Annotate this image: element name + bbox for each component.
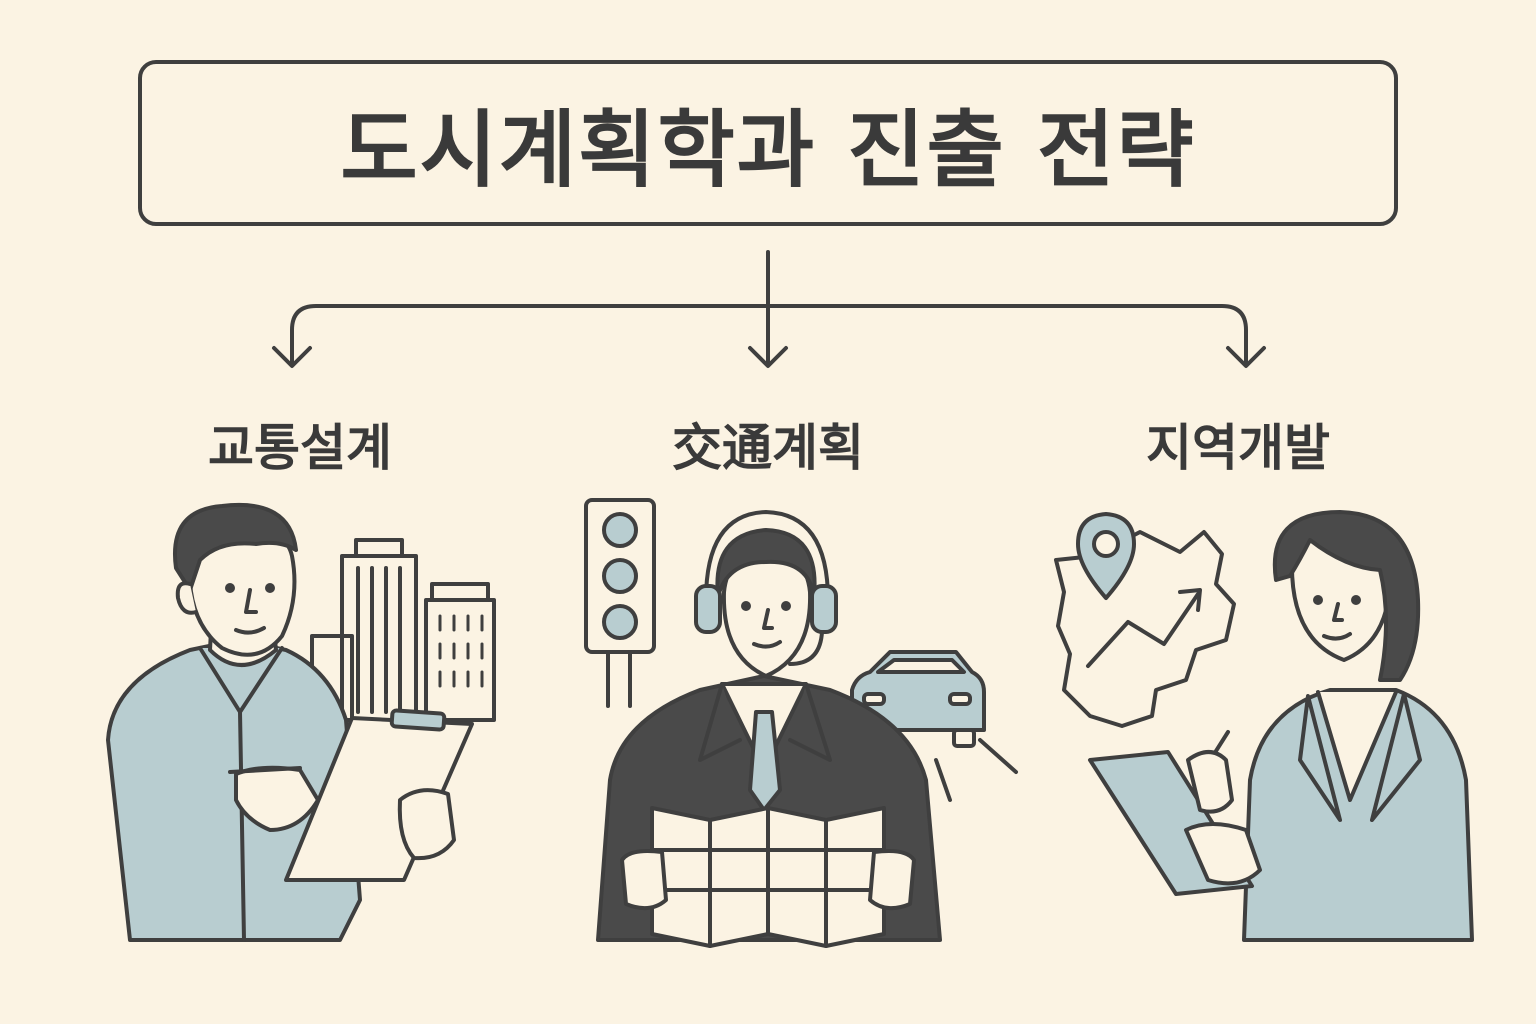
car-icon <box>850 650 1018 802</box>
location-pin-icon <box>1076 512 1136 600</box>
person-regional-developer <box>1242 510 1474 942</box>
building-icon <box>310 538 496 722</box>
branch-label-regional-development: 지역개발 <box>1146 419 1330 477</box>
page-title: 도시계획학과 진출 전략 <box>340 100 1196 199</box>
clipboard-icon <box>284 708 474 882</box>
branch-label-traffic-planning: 交通계획 <box>672 419 864 477</box>
pen-hand-right <box>1184 730 1262 886</box>
branch-label-traffic-design: 교통설계 <box>208 419 392 477</box>
connector-lines <box>272 250 1266 368</box>
map-icon <box>620 806 916 948</box>
title-box: 도시계획학과 진출 전략 <box>138 60 1398 226</box>
pencil-hand-left <box>228 765 456 861</box>
trend-arrow-icon <box>1086 588 1202 668</box>
traffic-light-icon <box>584 498 656 708</box>
